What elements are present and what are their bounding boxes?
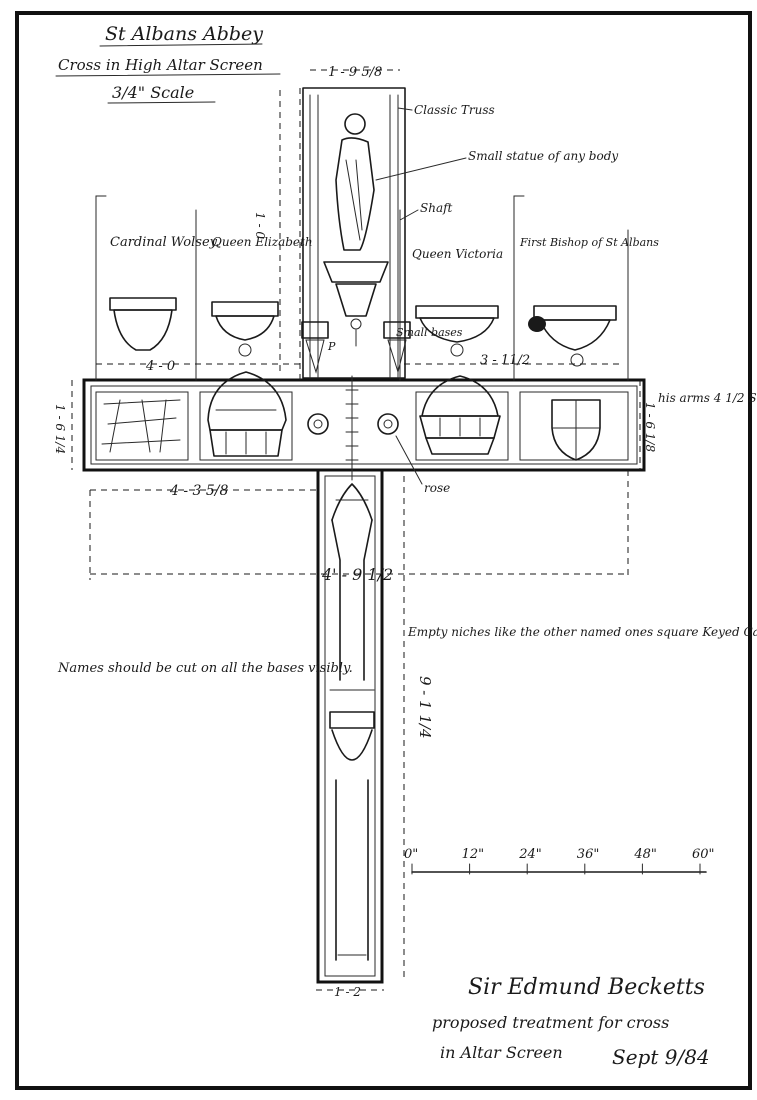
scale-tick-label: 60" bbox=[692, 847, 715, 862]
scale-bar: 0" 12" 24" 36" 48" 60" bbox=[404, 847, 715, 875]
signature-block: Sir Edmund Becketts proposed treatment f… bbox=[432, 975, 710, 1069]
crown-left bbox=[207, 371, 287, 457]
lower-niche-upper bbox=[331, 483, 373, 681]
pedestal-wolsey bbox=[109, 297, 177, 351]
rose-left bbox=[307, 413, 329, 435]
signature-name: Sir Edmund Becketts bbox=[468, 975, 705, 1000]
dim-total-width: 4' - 9 1/2 bbox=[321, 565, 393, 584]
dim-shaft-height: 1 - 0 bbox=[253, 212, 267, 239]
label-small-bases: Small bases bbox=[396, 326, 463, 339]
crown-right bbox=[419, 375, 501, 455]
title-line-3: 3/4" Scale bbox=[112, 83, 194, 102]
dim-arm-height-right: 1 - 6 1/8 bbox=[643, 402, 657, 452]
small-bases bbox=[301, 321, 411, 374]
pedestal-elizabeth bbox=[211, 301, 279, 357]
dimension-lines bbox=[71, 69, 641, 991]
dimension-labels: 1 - 9 5/8 4 - 0 3 - 11/2 1 - 0 P 1 - 6 1… bbox=[53, 65, 657, 999]
scale-tick-label: 24" bbox=[518, 847, 542, 862]
scale-tick-label: 36" bbox=[577, 847, 600, 862]
dim-top-width: 1 - 9 5/8 bbox=[328, 65, 382, 80]
label-empty-niches: Empty niches like the other named ones s… bbox=[407, 625, 757, 639]
dim-bottom-width: 1 - 2 bbox=[334, 985, 361, 999]
label-queen-victoria: Queen Victoria bbox=[412, 247, 503, 261]
title-block: St Albans Abbey Cross in High Altar Scre… bbox=[55, 23, 281, 104]
dim-left-arm-lower: 4 - 3 5/8 bbox=[169, 483, 229, 499]
scale-tick-label: 0" bbox=[404, 847, 418, 862]
statue bbox=[323, 113, 389, 347]
title-line-2: Cross in High Altar Screen bbox=[58, 56, 263, 74]
shield bbox=[551, 399, 601, 461]
label-names-note: Names should be cut on all the bases vis… bbox=[57, 661, 353, 676]
wolsey-arms-panel bbox=[101, 399, 181, 453]
scale-tick-label: 48" bbox=[633, 847, 657, 862]
label-cardinal-wolsey: Cardinal Wolsey. bbox=[110, 235, 219, 250]
label-classic-truss: Classic Truss bbox=[414, 103, 495, 117]
dim-lower-height: 9 - 1 1/4 bbox=[416, 676, 434, 739]
signature-line-2: proposed treatment for cross bbox=[432, 1013, 669, 1032]
signature-line-3: in Altar Screen bbox=[440, 1043, 563, 1062]
central-spine bbox=[345, 375, 359, 481]
upper-niches bbox=[95, 195, 629, 381]
label-first-bishop: First Bishop of St Albans bbox=[519, 236, 659, 249]
label-his-arms: his arms 4 1/2 See bbox=[658, 391, 757, 405]
title-line-1: St Albans Abbey bbox=[105, 23, 263, 45]
cross-outline bbox=[82, 87, 646, 984]
label-rose: rose bbox=[424, 481, 450, 495]
dim-left-arm-upper: 4 - 0 bbox=[145, 359, 175, 374]
annotations: Classic Truss Small statue of any body S… bbox=[57, 103, 757, 676]
label-queen-elizabeth: Queen Elizabeth bbox=[212, 235, 313, 249]
label-small-statue: Small statue of any body bbox=[468, 149, 618, 163]
dim-arm-height-left: 1 - 6 1/4 bbox=[53, 404, 67, 454]
pedestal-victoria bbox=[415, 305, 499, 357]
dim-right-arm-upper: 3 - 11/2 bbox=[480, 353, 530, 368]
dim-small-p: P bbox=[327, 340, 336, 353]
lower-niche-lower bbox=[329, 689, 375, 961]
scale-tick-label: 12" bbox=[462, 847, 485, 862]
signature-date: Sept 9/84 bbox=[612, 1045, 710, 1069]
label-shaft: Shaft bbox=[420, 201, 453, 215]
rose-right bbox=[377, 413, 399, 435]
pedestal-first-bishop bbox=[528, 305, 617, 367]
